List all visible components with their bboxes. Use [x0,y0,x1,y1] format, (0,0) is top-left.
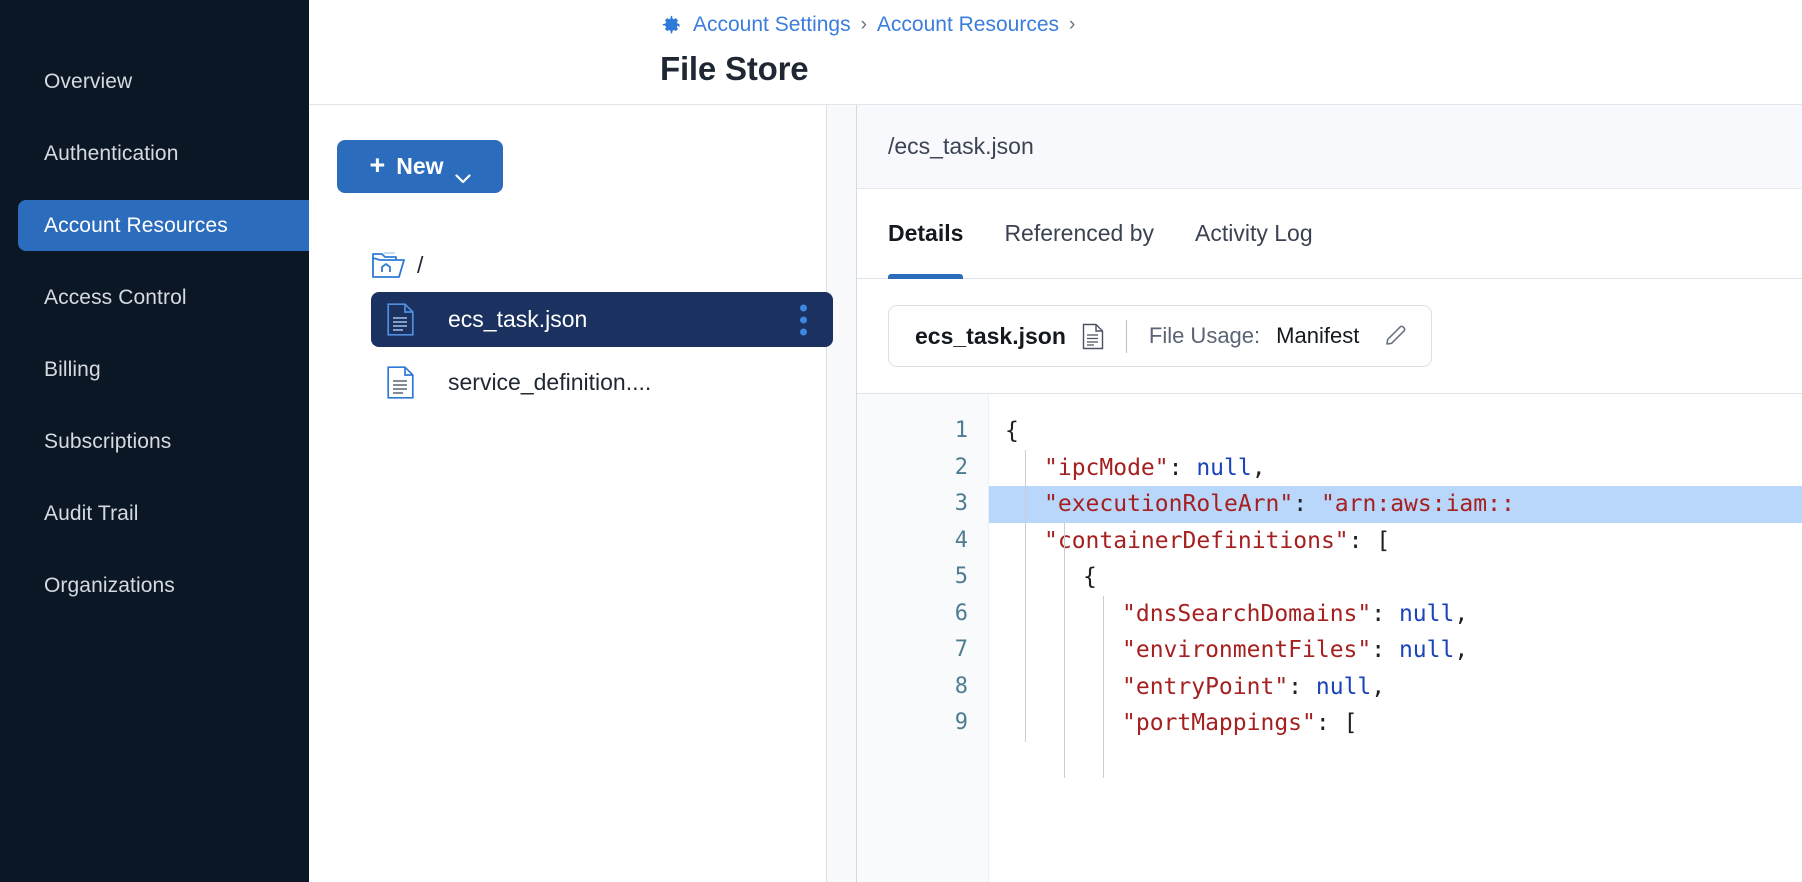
file-usage-label: File Usage: [1148,323,1261,348]
line-number: 9 [954,710,968,735]
page-title: File Store [660,50,809,87]
file-list-item-name: ecs_task.json [448,306,588,332]
code-line: { [1005,418,1019,444]
sidebar-spacer [0,107,309,128]
tree-root-label: / [417,251,424,278]
indent-guide [1064,522,1065,778]
topbar: Account Settings › Account Resources › F… [309,0,1802,105]
code-line: "ipcMode": null, [1044,454,1266,481]
file-icon [387,366,414,399]
sidebar-item-label: Billing [44,357,101,381]
new-button-label: New [396,153,444,179]
file-list-item[interactable]: ecs_task.json [371,292,833,347]
line-number: 3 [954,491,968,516]
gear-icon [660,14,683,37]
content-split: + New [309,105,1802,882]
new-button[interactable]: + New [337,140,503,193]
line-number: 6 [954,600,968,626]
code-line: { [1083,564,1097,590]
code-line-numbers: 1 2 3 4 5 6 7 8 9 [857,394,989,882]
file-usage-filename: ecs_task.json [915,322,1066,349]
sidebar-item-account-resources[interactable]: Account Resources [18,200,309,251]
sidebar-spacer [0,251,309,272]
sidebar-spacer [0,395,309,416]
file-usage-value: Manifest [1276,323,1360,348]
code-line: "entryPoint": null, [1122,673,1386,700]
main-area: Account Settings › Account Resources › F… [309,0,1802,882]
tab-label: Details [888,220,964,246]
file-tree: / ecs_task.json service_definition.... [337,246,833,410]
breadcrumb-separator-2: › [1069,14,1076,35]
tab-referenced-by[interactable]: Referenced by [1004,189,1154,279]
detail-file-path: /ecs_task.json [857,105,1802,189]
more-vertical-icon[interactable] [800,304,807,335]
panel-splitter[interactable] [827,105,857,882]
chevron-down-icon [454,163,471,184]
sidebar-spacer [0,467,309,488]
indent-guide [1103,595,1104,778]
tab-details[interactable]: Details [888,189,964,279]
sidebar-spacer [0,179,309,200]
document-icon [1082,323,1104,350]
code-line: "executionRoleArn": "arn:aws:iam:: [989,486,1802,523]
file-list: ecs_task.json service_definition.... [337,292,833,410]
sidebar-item-label: Audit Trail [44,501,139,525]
breadcrumb-link-account-settings[interactable]: Account Settings [693,13,851,36]
code-line: "portMappings": [ [1122,710,1358,736]
sidebar-item-audit-trail[interactable]: Audit Trail [18,488,309,539]
code-viewer[interactable]: 1 2 3 4 5 6 7 8 9 { "ipcMode": null, "executionRol… [857,393,1802,882]
line-number: 2 [954,454,968,480]
file-list-item-name: service_definition.... [448,369,652,395]
code-line: "containerDefinitions": [ [1044,527,1391,554]
sidebar-item-label: Access Control [44,285,187,309]
detail-tabs: Details Referenced by Activity Log [857,189,1802,279]
tab-label: Referenced by [1004,220,1155,246]
file-browser-panel: + New [309,105,833,882]
sidebar-item-label: Authentication [44,141,179,165]
tab-label: Activity Log [1195,220,1313,246]
tab-activity-log[interactable]: Activity Log [1195,189,1313,279]
sidebar-spacer [0,539,309,560]
detail-panel: /ecs_task.json Details Referenced by Activ… [857,105,1802,882]
line-number: 5 [954,564,968,589]
line-number: 7 [954,637,968,662]
sidebar-spacer [0,611,309,632]
sidebar-item-label: Organizations [44,573,175,597]
home-folder-icon [371,250,406,280]
breadcrumb: Account Settings › Account Resources › [660,8,1802,42]
sidebar-item-billing[interactable]: Billing [18,344,309,395]
file-usage-card: ecs_task.json File Usage: Manifest [888,305,1433,367]
indent-guide [1025,449,1026,742]
code-line: "environmentFiles": null, [1122,637,1469,663]
line-number: 4 [954,527,968,553]
file-list-item[interactable]: service_definition.... [371,355,826,410]
file-icon [387,303,414,336]
tree-root-folder[interactable]: / [337,246,826,284]
sidebar-item-label: Overview [44,69,133,93]
sidebar-item-label: Account Resources [44,213,228,237]
code-content[interactable]: { "ipcMode": null, "executionRoleArn": "ar… [989,394,1802,882]
sidebar-item-subscriptions[interactable]: Subscriptions [18,416,309,467]
sidebar-item-authentication[interactable]: Authentication [18,128,309,179]
breadcrumb-separator: › [860,14,867,35]
sidebar-item-label: Subscriptions [44,429,172,453]
sidebar-spacer [0,323,309,344]
code-line: "dnsSearchDomains": null, [1122,600,1469,627]
file-usage-section: ecs_task.json File Usage: Manifest [857,279,1802,393]
sidebar-item-organizations[interactable]: Organizations [18,560,309,611]
breadcrumb-link-account-resources[interactable]: Account Resources [876,13,1060,36]
line-number: 8 [954,673,968,699]
line-number: 1 [954,418,968,443]
pencil-icon[interactable] [1383,323,1409,349]
usage-divider [1125,319,1127,353]
sidebar-item-overview[interactable]: Overview [18,56,309,107]
plus-icon: + [369,150,386,180]
sidebar-item-access-control[interactable]: Access Control [18,272,309,323]
